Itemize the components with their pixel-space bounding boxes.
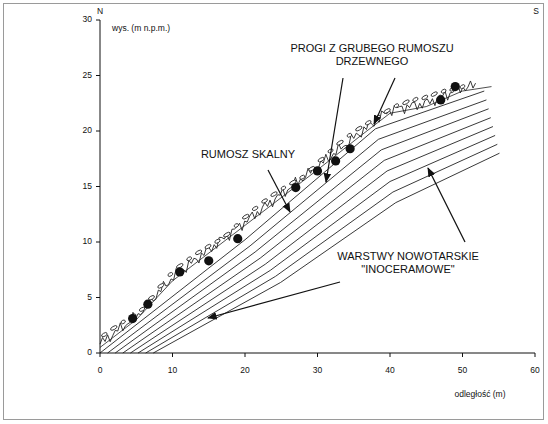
tick-label: 40 [385, 366, 394, 376]
tick-label: 10 [83, 237, 92, 247]
callout-text: RUMOSZ SKALNY [201, 148, 295, 161]
leader-arrows [208, 78, 465, 318]
frame-border [4, 4, 544, 420]
axis-title: wys. (m n.p.m.) [112, 24, 170, 34]
tick-label: 10 [168, 366, 177, 376]
tick-label: 20 [83, 126, 92, 136]
axes [96, 20, 535, 357]
tick-label: 20 [240, 366, 249, 376]
callout-text: WARSTWY NOWOTARSKIE "INOCERAMOWE" [331, 250, 486, 275]
tick-label: 0 [98, 366, 103, 376]
tick-label: 60 [530, 366, 539, 376]
rock-rubble [100, 81, 492, 347]
tick-label: 25 [83, 71, 92, 81]
compass-south: S [533, 7, 539, 17]
compass-north: N [97, 7, 103, 17]
woody-debris-steps [128, 82, 460, 323]
tick-label: 30 [313, 366, 322, 376]
axis-title: odległość (m) [454, 390, 505, 400]
rock-layers [100, 91, 499, 353]
tick-label: 0 [87, 348, 92, 358]
tick-label: 15 [83, 182, 92, 192]
tick-label: 5 [87, 293, 92, 303]
callout-text: PROGI Z GRUBEGO RUMOSZU DRZEWNEGO [282, 42, 462, 67]
tick-label: 30 [83, 15, 92, 25]
tick-label: 50 [458, 366, 467, 376]
